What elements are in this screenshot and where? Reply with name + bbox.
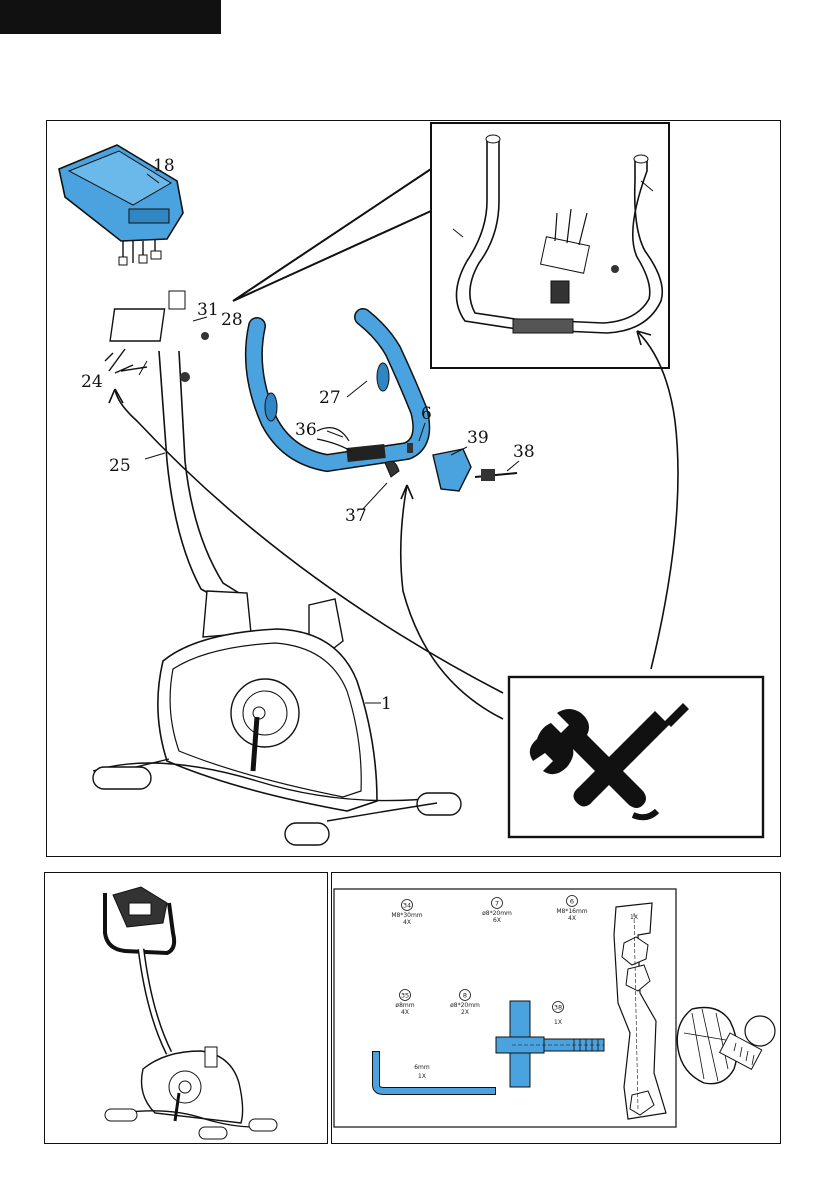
svg-text:35: 35 — [401, 992, 409, 1000]
svg-text:ø8*20mm: ø8*20mm — [450, 1002, 480, 1009]
svg-text:2X: 2X — [461, 1009, 469, 1016]
tension-knob — [677, 1008, 775, 1084]
svg-text:7: 7 — [495, 900, 499, 908]
callout-18: 18 — [153, 156, 175, 176]
hardware-parts-illustration: 34 M8*30mm 4X 7 ø8*20mm 6X 6 M8*16mm 4X … — [332, 873, 782, 1145]
callout-24: 24 — [81, 372, 103, 392]
callout-36: 36 — [295, 420, 317, 440]
svg-text:8: 8 — [463, 992, 467, 1000]
assembled-bike-illustration — [45, 873, 329, 1145]
callout-25: 25 — [109, 456, 131, 476]
svg-text:38: 38 — [554, 1004, 562, 1012]
svg-text:34: 34 — [403, 902, 411, 910]
assembly-diagram-panel: 18 31 28 24 27 36 6 39 38 25 37 1 — [46, 120, 781, 857]
svg-text:6mm: 6mm — [414, 1064, 430, 1071]
bike-frame-part — [93, 591, 461, 845]
callout-27: 27 — [319, 388, 341, 408]
handlebar-detail-inset — [431, 123, 669, 368]
svg-text:1X: 1X — [630, 914, 638, 921]
svg-text:6: 6 — [570, 898, 574, 906]
svg-text:M8*16mm: M8*16mm — [556, 908, 587, 915]
callout-1: 1 — [381, 694, 392, 714]
svg-text:1X: 1X — [418, 1073, 426, 1080]
hardware-parts-panel: 34 M8*30mm 4X 7 ø8*20mm 6X 6 M8*16mm 4X … — [331, 872, 781, 1144]
section-header-tab — [0, 0, 221, 34]
svg-text:4X: 4X — [401, 1009, 409, 1016]
svg-text:1X: 1X — [554, 1019, 562, 1026]
svg-text:4X: 4X — [568, 915, 576, 922]
svg-text:4X: 4X — [403, 919, 411, 926]
svg-text:M8*30mm: M8*30mm — [391, 912, 422, 919]
tools-required-box — [509, 677, 763, 837]
callout-39: 39 — [467, 428, 489, 448]
callout-31: 31 — [197, 300, 219, 320]
assembled-bike-panel — [44, 872, 328, 1144]
callout-28: 28 — [221, 310, 243, 330]
callout-38: 38 — [513, 442, 535, 462]
callout-6: 6 — [421, 404, 432, 424]
svg-text:ø8*20mm: ø8*20mm — [482, 910, 512, 917]
assembly-diagram: 18 31 28 24 27 36 6 39 38 25 37 1 — [47, 121, 782, 858]
svg-text:ø8mm: ø8mm — [395, 1002, 414, 1009]
upright-post-part — [110, 291, 239, 599]
svg-text:6X: 6X — [493, 917, 501, 924]
